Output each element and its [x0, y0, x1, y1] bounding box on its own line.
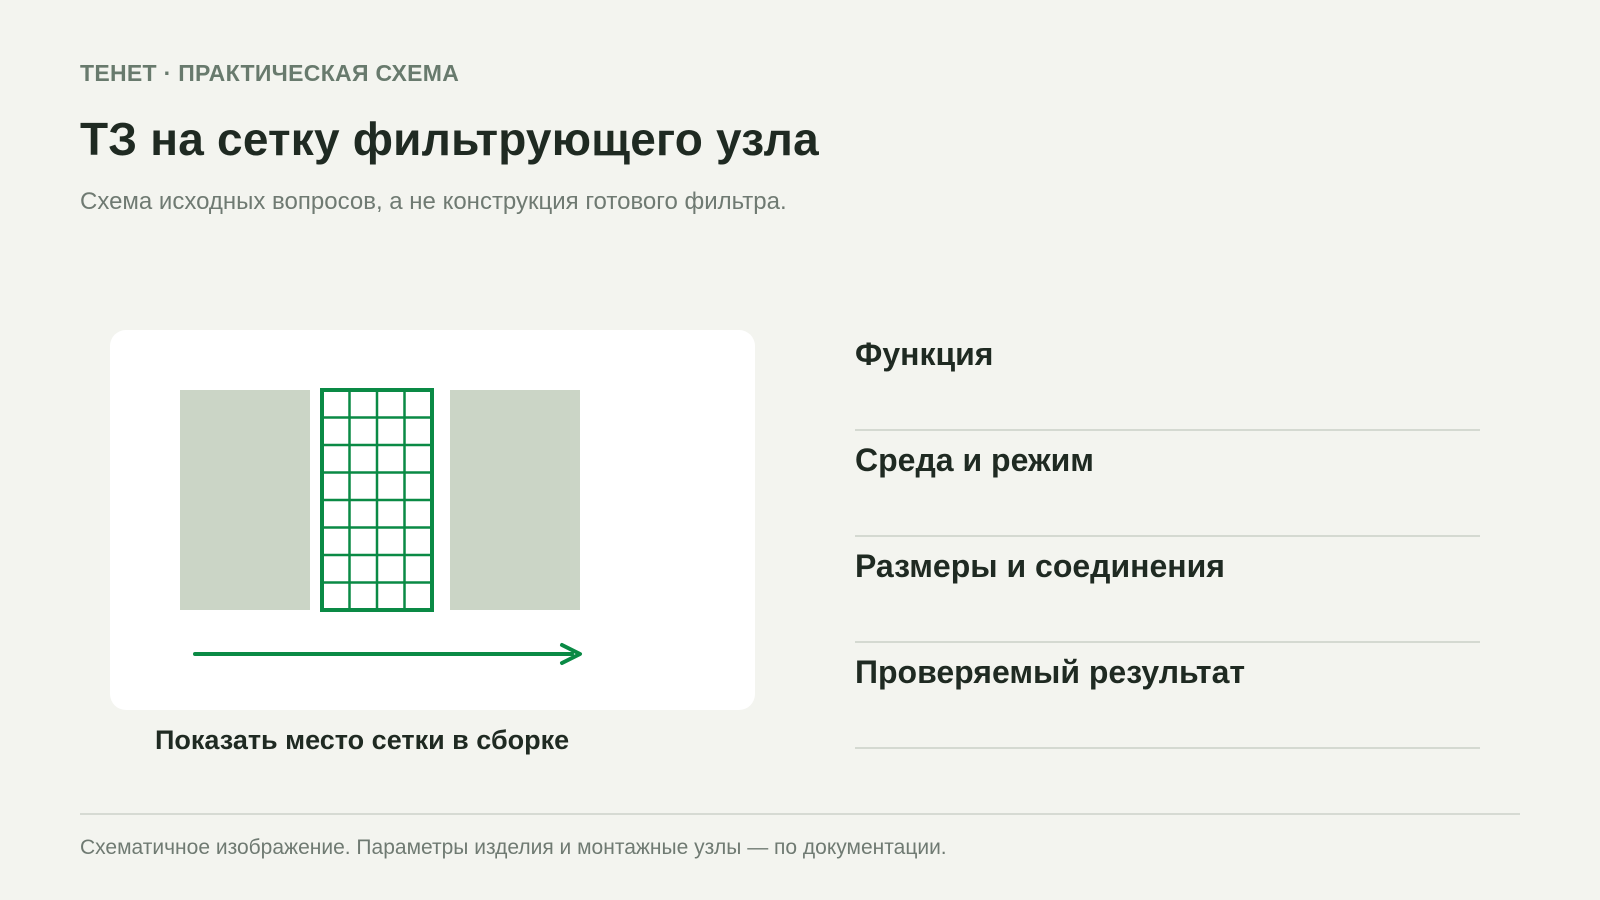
eyebrow-label: ТЕНЕТ · ПРАКТИЧЕСКАЯ СХЕМА [80, 60, 460, 86]
flow-arrow-head [560, 643, 582, 665]
page-subtitle: Схема исходных вопросов, а не конструкци… [80, 188, 787, 215]
diagram-caption: Показать место сетки в сборке [155, 725, 570, 755]
diagram-card [110, 330, 755, 710]
requirement-result: Проверяемый результат [855, 643, 1480, 749]
requirement-function: Функция [855, 325, 1480, 431]
requirements-list: Функция Среда и режим Размеры и соединен… [855, 325, 1480, 749]
filter-mesh [320, 388, 434, 612]
assembly-diagram [180, 388, 582, 665]
page-title: ТЗ на сетку фильтрующего узла [80, 113, 819, 165]
requirement-dimensions: Размеры и соединения [855, 537, 1480, 643]
downstream-block [450, 390, 580, 610]
footnote: Схематичное изображение. Параметры издел… [80, 836, 947, 859]
upstream-block [180, 390, 310, 610]
footer-divider [80, 813, 1520, 815]
requirement-environment: Среда и режим [855, 431, 1480, 537]
